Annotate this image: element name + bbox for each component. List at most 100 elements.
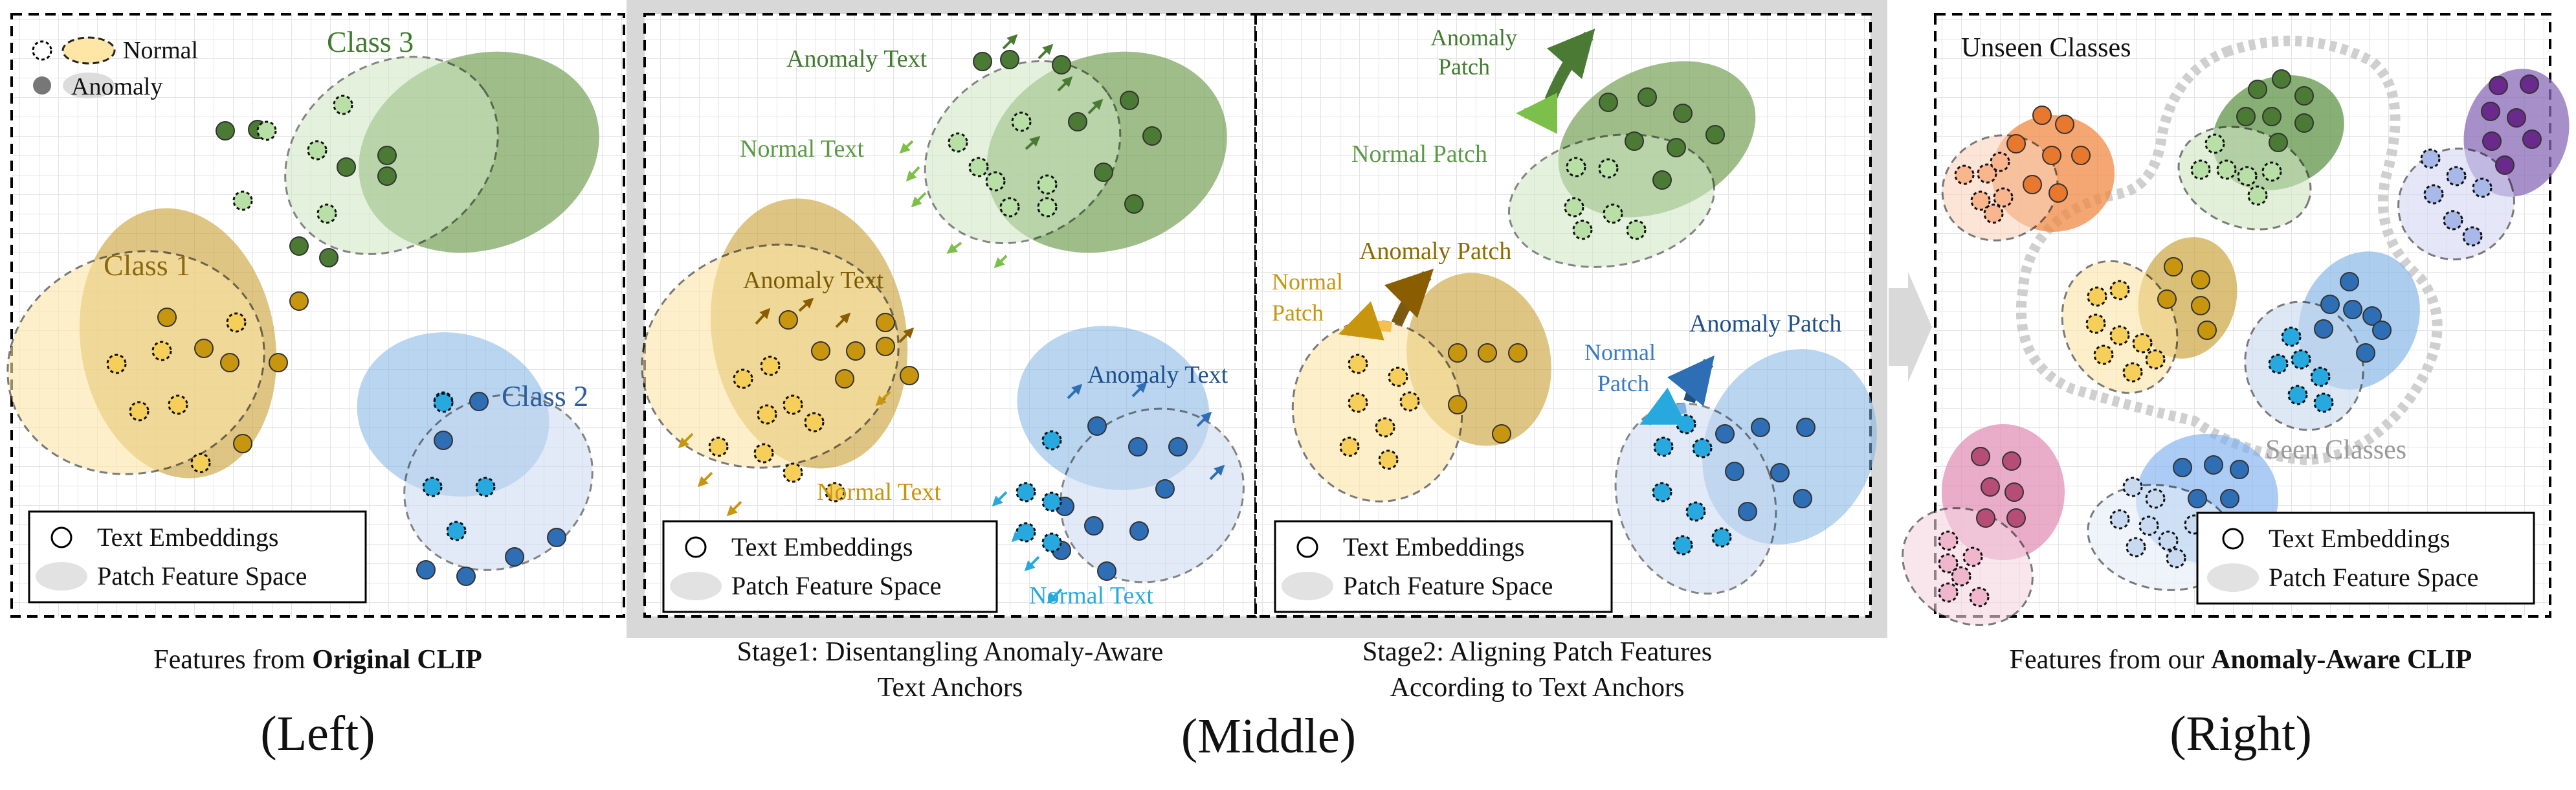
class1-label: Class 1	[104, 249, 190, 282]
anomaly-patch-dot	[1492, 424, 1511, 444]
anomaly-patch-dot	[1124, 194, 1144, 214]
normal-patch-dot	[1572, 220, 1593, 240]
anomaly-patch-dot	[876, 313, 895, 332]
direction-arrow-icon	[755, 308, 771, 325]
normal-patch-dot	[226, 312, 247, 333]
anomaly-patch-dot	[216, 121, 235, 141]
direction-arrow-icon	[911, 192, 927, 208]
normal-patch-dot	[1969, 587, 1990, 607]
anomaly-patch-dot	[1599, 93, 1618, 112]
normal-patch-dot	[1564, 197, 1584, 218]
stage1-caption-line2: Text Anchors	[878, 673, 1023, 703]
normal-patch-dot	[1977, 163, 1997, 184]
normal-patch-dot	[2109, 280, 2130, 300]
anomaly-patch-dot	[2481, 102, 2500, 121]
normal-patch-dot	[1672, 535, 1693, 556]
anomaly-patch-dot	[416, 560, 436, 580]
text-embedding-icon	[2222, 528, 2244, 550]
legend-anomaly-label: Anomaly	[71, 73, 162, 100]
anomaly-patch-dot	[289, 236, 309, 256]
direction-arrow-icon	[1057, 76, 1073, 92]
normal-patch-dot	[333, 95, 353, 115]
anomaly-patch-dot	[2055, 115, 2074, 134]
normal-patch-dot	[1037, 174, 1058, 195]
class3-label: Class 3	[327, 25, 414, 58]
normal-patch-dot	[2291, 349, 2311, 370]
stage2-normal-patch-yellow-l1: Normal	[1272, 269, 1343, 295]
normal-patch-dot	[2109, 509, 2130, 530]
transition-arrow-icon	[1889, 272, 1932, 382]
anomaly-patch-dot	[1725, 462, 1744, 481]
normal-patch-dot	[2268, 354, 2289, 374]
normal-patch-dot	[475, 477, 496, 497]
anomaly-patch-dot	[779, 310, 798, 330]
anomaly-patch-dot	[2294, 86, 2314, 106]
anomaly-patch-dot	[1129, 521, 1149, 541]
normal-patch-dot	[1378, 449, 1399, 470]
stage1-caption-line1: Stage1: Disentangling Anomaly-Aware	[737, 637, 1164, 667]
anomaly-patch-dot	[1448, 395, 1467, 414]
stage1-legend-box	[662, 520, 998, 613]
anomaly-patch-dot	[1770, 463, 1790, 482]
direction-arrow-icon	[1047, 588, 1063, 604]
normal-patch-dot	[1676, 414, 1696, 435]
unseen-classes-label: Unseen Classes	[1961, 33, 2131, 63]
right-legend-patch-space: Patch Feature Space	[2269, 563, 2478, 592]
normal-patch-dot	[2287, 385, 2308, 405]
anomaly-patch-dot	[1673, 104, 1693, 123]
normal-patch-dot	[2126, 537, 2146, 558]
direction-arrow-icon	[1209, 464, 1225, 480]
direction-arrow-icon	[678, 433, 694, 449]
anomaly-patch-dot	[2236, 107, 2256, 126]
direction-arrow-icon	[875, 390, 891, 407]
stage1-normal-text-yellow: Normal Text	[817, 479, 941, 506]
anomaly-patch-dot	[2071, 146, 2091, 165]
anomaly-patch-dot	[1084, 516, 1104, 536]
anomaly-patch-dot	[2320, 295, 2340, 314]
legend-normal-label: Normal	[123, 37, 198, 64]
anomaly-patch-dot	[811, 341, 830, 361]
normal-patch-dot	[825, 482, 845, 502]
anomaly-patch-dot	[1128, 437, 1148, 457]
left-dots	[106, 95, 566, 586]
anomaly-patch-dot	[1478, 343, 1497, 363]
middle-panel-label: (Middle)	[1181, 709, 1356, 763]
normal-patch-dot	[1653, 436, 1674, 457]
anomaly-patch-dot	[2340, 272, 2359, 291]
normal-patch-dot	[1938, 553, 1959, 574]
normal-patch-dot	[190, 453, 211, 473]
anomaly-patch-dot	[1976, 508, 1995, 528]
direction-arrow-icon	[1038, 43, 1054, 60]
anomaly-patch-dot	[1000, 50, 1019, 69]
anomaly-patch-dot	[505, 547, 524, 567]
stage2-legend-text-embeddings: Text Embeddings	[1343, 532, 1525, 561]
anomaly-patch-dot	[1738, 502, 1757, 521]
anomaly-patch-dot	[2269, 133, 2288, 152]
stage2-legend-box	[1274, 520, 1613, 613]
normal-patch-dot	[1685, 501, 1706, 522]
normal-patch-dot	[2247, 185, 2268, 206]
yellow-anomaly-arrow-icon	[1384, 268, 1434, 326]
legend-anomaly-space-icon	[63, 73, 115, 98]
normal-patch-dot	[2281, 326, 2302, 347]
stage2-dots	[1339, 87, 1815, 556]
stage2-anomaly-patch-blue: Anomaly Patch	[1689, 310, 1841, 337]
right-legend-text-embeddings: Text Embeddings	[2269, 524, 2450, 553]
stage1-anomaly-text-blue: Anomaly Text	[1087, 361, 1228, 389]
direction-arrow-icon	[726, 501, 742, 517]
normal-patch-dot	[1041, 491, 1062, 512]
normal-patch-dot	[1339, 436, 1360, 457]
anomaly-patch-dot	[2507, 108, 2526, 128]
direction-arrow-icon	[798, 297, 814, 312]
anomaly-patch-dot	[157, 308, 177, 327]
normal-patch-dot	[2261, 161, 2282, 182]
normal-patch-dot	[1041, 532, 1062, 553]
normal-patch-dot	[760, 356, 781, 376]
anomaly-patch-dot	[547, 528, 566, 547]
normal-patch-dot	[753, 443, 774, 464]
normal-patch-dot	[2443, 210, 2463, 231]
left-panel-label: (Left)	[260, 706, 375, 761]
anomaly-patch-dot	[2002, 451, 2021, 471]
normal-patch-dot	[168, 394, 188, 415]
left-legend-text-embeddings: Text Embeddings	[97, 523, 279, 552]
